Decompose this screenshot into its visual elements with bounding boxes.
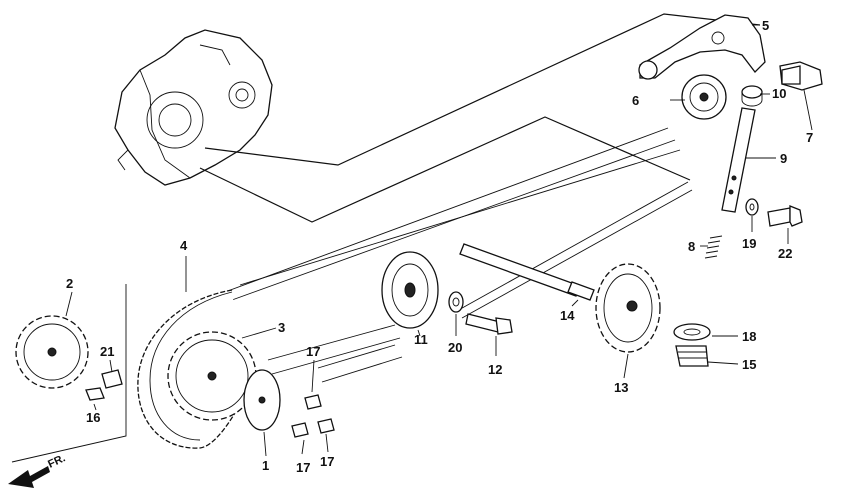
sprocket-2 — [15, 315, 89, 389]
callout-leaders — [65, 24, 813, 457]
pin-21 — [101, 369, 123, 389]
washer-20 — [448, 291, 464, 313]
spring-8 — [704, 235, 723, 259]
callout-21: 21 — [100, 344, 114, 359]
washer-19 — [745, 198, 759, 216]
plate-1 — [243, 369, 281, 431]
callout-1: 1 — [262, 458, 269, 473]
callout-6: 6 — [632, 93, 639, 108]
shaft-14 — [459, 243, 595, 301]
roller-11 — [381, 251, 439, 329]
crankcase-illustration — [114, 29, 273, 186]
tensioner-arm — [638, 14, 766, 80]
callout-15: 15 — [742, 357, 756, 372]
callout-5: 5 — [762, 18, 769, 33]
callout-11: 11 — [414, 332, 428, 347]
callout-labels: 5 6 10 7 9 8 19 22 4 2 3 11 14 18 15 21 … — [66, 18, 813, 475]
callout-19: 19 — [742, 236, 756, 251]
front-arrow-icon — [8, 466, 50, 488]
callout-13: 13 — [614, 380, 628, 395]
bolt-22 — [767, 205, 803, 227]
callout-18: 18 — [742, 329, 756, 344]
bolt-7 — [779, 61, 823, 91]
front-label: FR. — [46, 452, 67, 470]
washer-18 — [673, 323, 711, 341]
callout-2: 2 — [66, 276, 73, 291]
callout-12: 12 — [488, 362, 502, 377]
tensioner-rod — [721, 107, 756, 213]
callout-10: 10 — [772, 86, 786, 101]
callout-16: 16 — [86, 410, 100, 425]
bolt-15 — [675, 345, 709, 367]
tensioner-sprocket — [681, 74, 727, 120]
callout-8: 8 — [688, 239, 695, 254]
callout-3: 3 — [278, 320, 285, 335]
callout-4: 4 — [180, 238, 188, 253]
callout-9: 9 — [780, 151, 787, 166]
callout-20: 20 — [448, 340, 462, 355]
bolt-12 — [465, 313, 513, 335]
callout-7: 7 — [806, 130, 813, 145]
callout-17-top: 17 — [306, 344, 320, 359]
screws-17 — [291, 394, 335, 438]
callout-17-left: 17 — [296, 460, 310, 475]
bolt-16 — [85, 387, 105, 401]
front-direction-marker: FR. — [8, 452, 67, 488]
sprocket-13 — [595, 263, 661, 353]
callout-22: 22 — [778, 246, 792, 261]
cap-10 — [741, 85, 763, 107]
callout-17-right: 17 — [320, 454, 334, 469]
sprocket-3 — [167, 331, 257, 421]
callout-14: 14 — [560, 308, 575, 323]
leader-lines — [11, 13, 761, 463]
